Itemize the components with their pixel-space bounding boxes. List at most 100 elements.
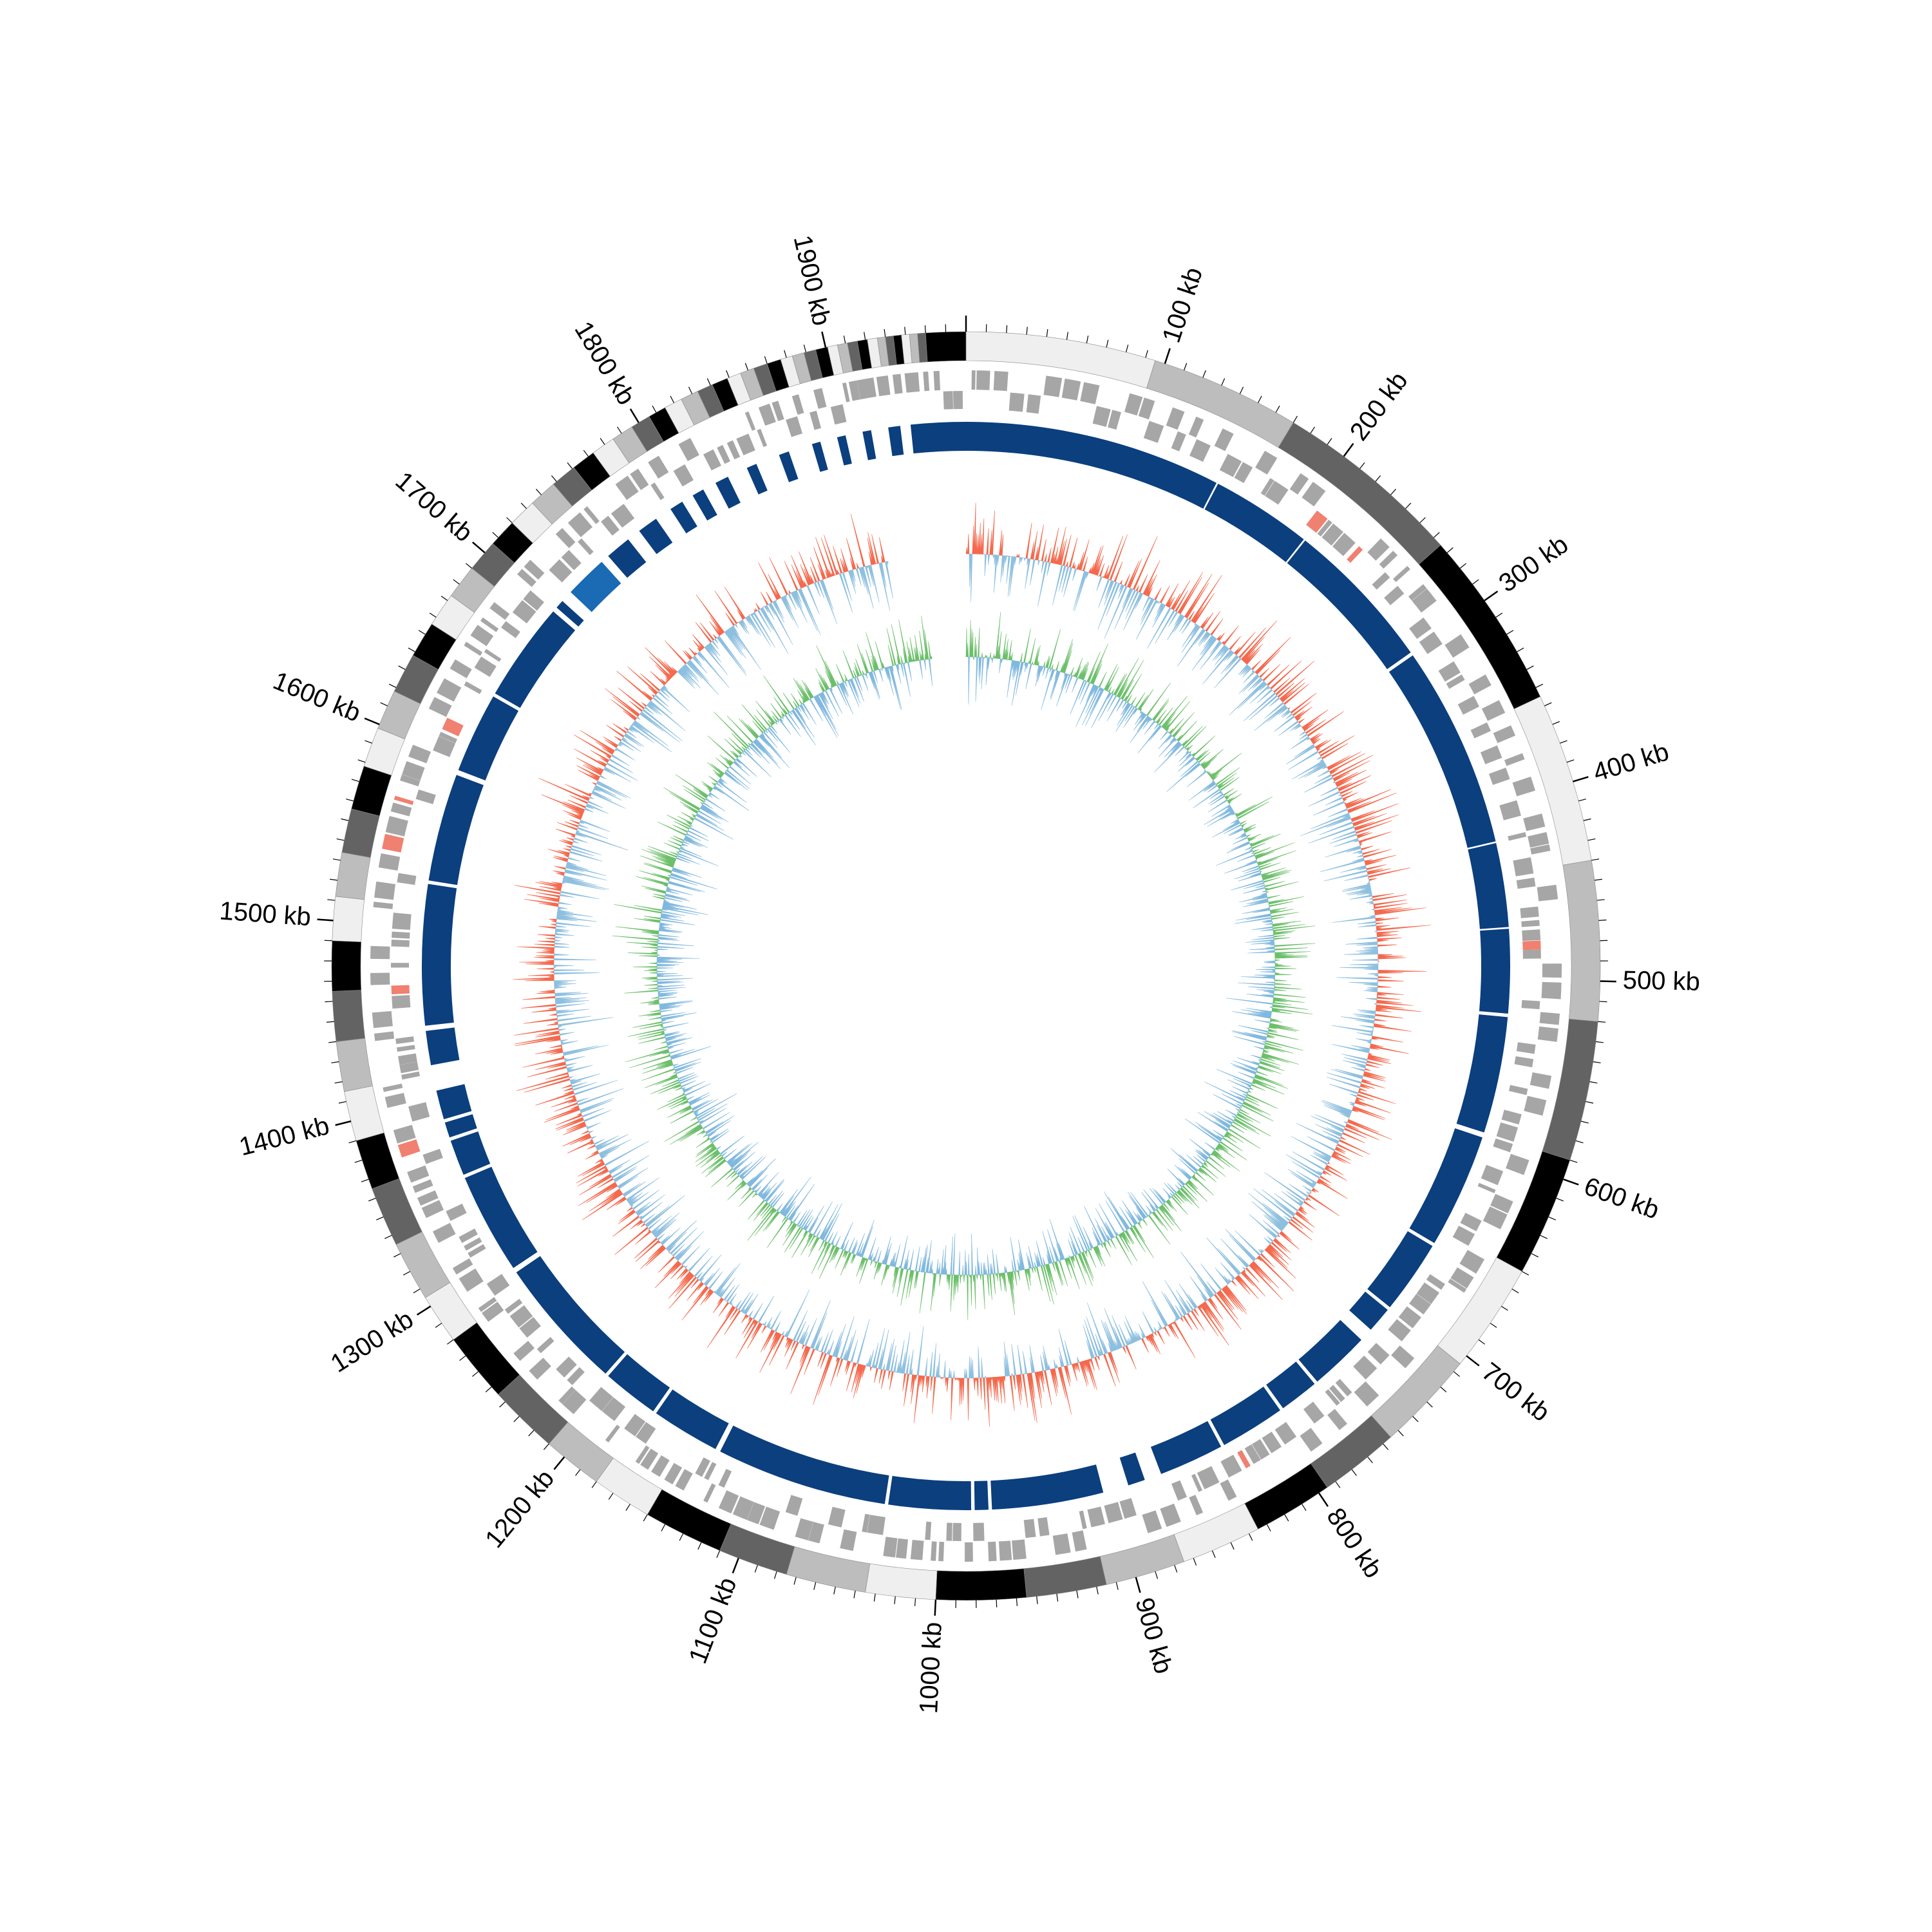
gene-feature [399,1061,419,1074]
gene-feature [862,1513,870,1533]
minor-tick [1284,1514,1289,1522]
minor-tick [1193,1558,1197,1566]
gene-feature [1274,1421,1297,1445]
gene-feature [1079,1510,1087,1530]
minor-tick [1426,1401,1433,1408]
gene-feature [931,1541,937,1561]
minor-tick [429,612,437,618]
minor-tick [1174,1565,1178,1573]
gene-feature [1398,1306,1421,1329]
gene-feature [1512,776,1535,797]
gene-feature [1327,1408,1347,1430]
minor-tick [754,1565,758,1573]
gene-feature [998,1540,1012,1561]
major-tick [1600,980,1616,983]
minor-tick [1578,799,1586,802]
gene-feature [946,1522,952,1541]
gene-feature [384,1092,406,1108]
minor-tick [520,502,527,509]
gene-feature [470,625,494,647]
gene-feature [1237,1450,1251,1468]
gene-feature [1255,450,1278,475]
gene-feature [1143,421,1164,443]
minor-tick [325,1001,333,1003]
major-tick [732,1558,739,1574]
gene-feature [1262,1432,1282,1454]
gene-feature [1104,1502,1123,1524]
gene-feature [624,1414,646,1437]
gene-feature [1493,1138,1513,1153]
gene-feature [578,538,594,555]
gene-feature [555,527,576,549]
gene-feature [1244,1444,1261,1464]
gene-feature [561,550,582,571]
minor-tick [348,1140,357,1144]
minor-tick [384,1235,392,1239]
gene-feature [1530,844,1551,855]
assembly-block [428,775,484,886]
minor-tick [413,1289,421,1294]
gc-content-track [513,502,1431,1427]
minor-tick [485,1387,492,1393]
tick-label-100kb: 100 kb [1157,264,1208,346]
contig-segment [786,1546,871,1593]
gene-feature [1220,1479,1237,1501]
minor-tick [334,1081,343,1084]
gene-feature [1521,920,1540,927]
major-tick [364,717,380,726]
minor-tick [1566,759,1575,763]
assembly-block [464,1166,538,1269]
gene-feature [417,1190,439,1206]
tick-label-1400kb: 1400 kb [236,1112,332,1161]
gene-feature [1477,1182,1496,1193]
gene-feature [486,1274,510,1296]
assembly-block [1388,655,1496,848]
minor-tick [459,1355,466,1361]
gene-feature [703,449,721,471]
minor-tick [388,683,397,688]
minor-tick [1359,462,1365,469]
minor-tick [1230,1542,1235,1550]
gene-feature [373,902,393,909]
gene-feature [1384,585,1405,605]
minor-tick [833,1586,836,1595]
minor-tick [393,1253,401,1258]
minor-tick [884,329,886,337]
tick-label-1600kb: 1600 kb [269,667,365,728]
minor-tick [361,1179,369,1182]
minor-tick [1598,919,1607,921]
tick-label-600kb: 600 kb [1580,1172,1663,1225]
minor-tick [357,759,366,763]
minor-tick [914,1598,916,1606]
minor-tick [1096,1586,1099,1595]
gene-feature [1408,584,1427,601]
minor-tick [1522,1271,1530,1276]
minor-tick [1076,1590,1079,1598]
gene-feature [464,1237,482,1251]
gene-feature [513,1341,535,1361]
gene-feature [704,1462,717,1481]
gene-feature [1516,877,1536,889]
minor-tick [716,1550,721,1558]
minor-tick [1412,1416,1419,1423]
minor-tick [1145,350,1148,358]
gene-feature [509,1305,533,1328]
minor-tick [1046,329,1048,337]
gene-feature [1523,813,1546,831]
gene-feature [883,1537,898,1558]
gene-feature [378,853,401,871]
gene-feature [1061,378,1081,401]
gene-feature [1160,1503,1181,1527]
gene-feature [746,1502,766,1525]
gene-feature [757,428,768,448]
assembly-block [516,1256,625,1374]
major-tick [629,408,639,423]
gene-feature [1522,949,1541,959]
minor-tick [354,1159,363,1163]
contig-segment [355,1132,400,1189]
minor-tick [440,596,448,601]
minor-tick [697,1542,702,1550]
gene-feature [468,1244,486,1258]
assembly-block [450,1131,491,1175]
